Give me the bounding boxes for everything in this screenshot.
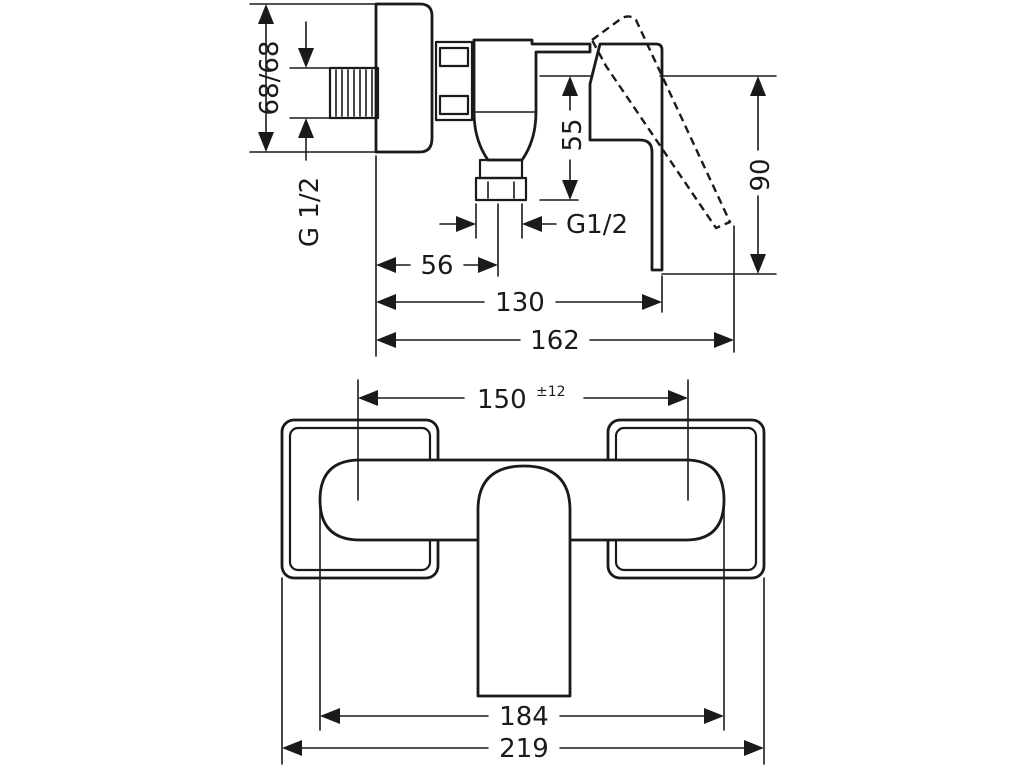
label-max-length: 162 <box>530 326 580 356</box>
label-center-tolerance: ±12 <box>536 384 566 400</box>
label-outlet-offset: 56 <box>420 251 453 281</box>
dim-outlet-offset: 56 <box>376 251 498 281</box>
outlet-nozzle <box>474 158 528 202</box>
dim-max-length: 162 <box>376 326 734 356</box>
label-lever-height: 55 <box>558 118 588 151</box>
front-extension-lines <box>281 379 765 765</box>
label-body-length: 130 <box>495 288 545 318</box>
dim-wall-depth: 68/68 <box>255 4 285 152</box>
dim-outlet-thread: G1/2 <box>439 210 628 240</box>
label-body-width: 184 <box>499 702 549 732</box>
label-inlet-thread: G 1/2 <box>295 177 325 247</box>
connector-nut <box>434 40 474 122</box>
label-center-distance: 150 <box>477 385 527 415</box>
side-extension-lines <box>249 3 777 357</box>
label-outlet-thread: G1/2 <box>566 210 628 240</box>
side-view: 68/68 G 1/2 55 90 <box>249 2 777 357</box>
dim-body-length: 130 <box>376 288 662 318</box>
dim-inlet-thread: G 1/2 <box>295 21 325 247</box>
lever-handle <box>588 42 664 272</box>
label-total-width: 219 <box>499 734 549 764</box>
front-view: 150 ±12 184 219 <box>280 379 766 765</box>
lever-front <box>476 464 572 698</box>
dim-body-width: 184 <box>320 702 724 732</box>
label-total-height: 90 <box>746 158 776 191</box>
dim-center-distance: 150 ±12 <box>358 384 688 415</box>
valve-body <box>472 38 592 162</box>
dim-total-height: 90 <box>746 76 776 274</box>
wall-rosette <box>374 2 434 154</box>
inlet-thread-stub <box>328 66 380 120</box>
dim-total-width: 219 <box>282 734 764 764</box>
label-wall-depth: 68/68 <box>255 41 285 116</box>
dim-lever-height: 55 <box>558 76 588 200</box>
